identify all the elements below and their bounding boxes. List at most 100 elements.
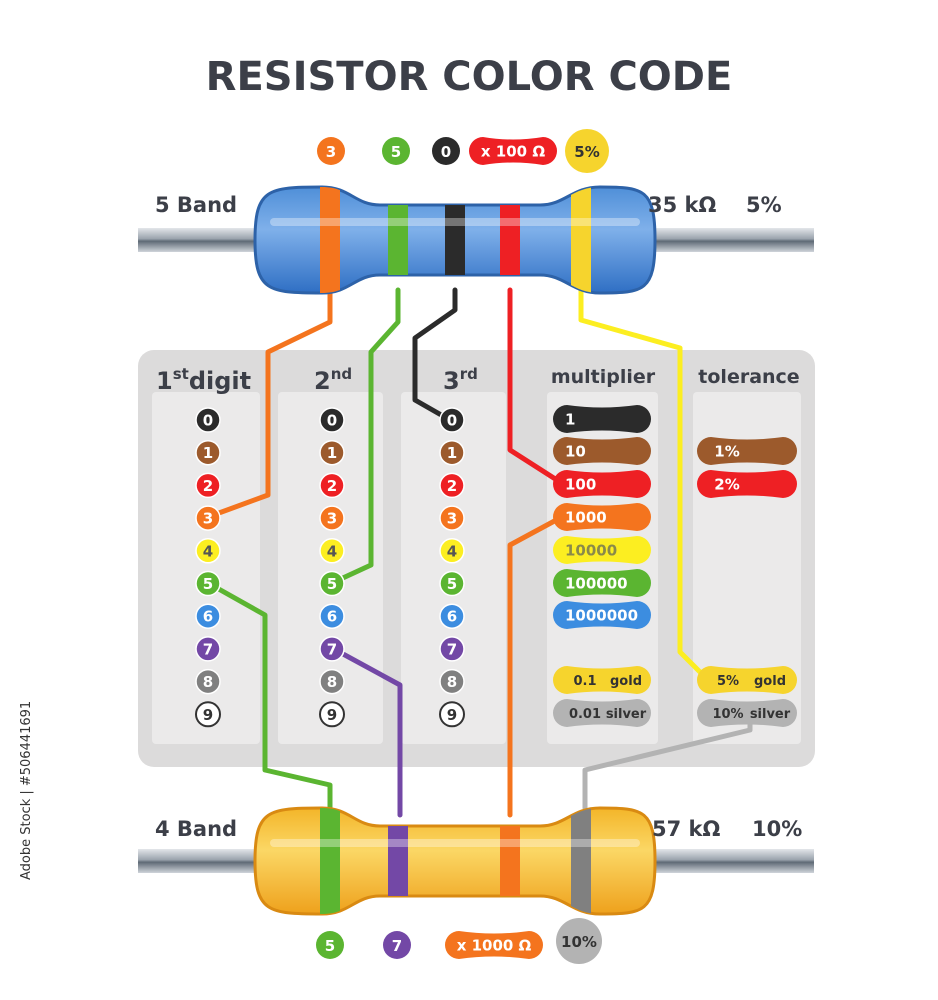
digit-dot-label: 7 [447,640,457,658]
digit-dot: 4 [319,538,345,564]
multiplier-pill: 100 [553,470,651,498]
digit-dot: 2 [195,472,221,499]
band-label-pill [469,137,557,165]
digit-dot-label: 9 [327,706,337,724]
multiplier-pill-shape [553,503,651,531]
band-label-circle [565,129,609,173]
digit-dot: 9 [195,701,221,728]
digit-dot-circle [195,407,221,433]
band-label-text: 10% [561,933,597,951]
digit-dot-circle [319,603,345,629]
digit-dot-circle [319,701,345,728]
band-label-circle [316,931,344,959]
tolerance-pill: 10%silver [697,699,797,727]
multiplier-pill-value: 0.1 [573,674,596,689]
band-label: x 1000 Ω [445,931,543,959]
tolerance-pill-label: 1% [714,443,739,461]
resistor-lead-left [138,228,264,252]
table-column [152,392,260,744]
band-label-circle [556,918,602,964]
digit-dot: 7 [319,636,345,662]
four-band-tolerance: 10% [752,817,802,841]
band-label-pill [445,931,543,959]
multiplier-pill-label: 1 [565,411,575,429]
multiplier-pill-shape [553,699,651,727]
digit-dot-circle [195,538,221,564]
resistor-band-orange [320,187,340,293]
resistor-lead-right [646,849,814,873]
multiplier-pill-label: 100000 [565,575,628,593]
digit-dot-label: 0 [327,412,337,430]
digit-dot: 1 [319,439,345,466]
tolerance-pill: 1% [697,437,797,465]
tolerance-pill-shape [697,470,797,498]
multiplier-pill-shape [553,470,651,498]
digit-dot-label: 1 [327,444,337,462]
digit-dot-circle [439,636,465,662]
resistor-band-green [388,187,408,293]
band-label: 3 [317,137,345,165]
multiplier-pill-label: 100 [565,476,596,494]
multiplier-pill-shape [553,666,651,694]
five-band-label: 5 Band [155,193,237,217]
digit-dot-label: 8 [447,673,457,691]
multiplier-pill: 1000 [553,503,651,531]
multiplier-pill-label: 10 [565,443,586,461]
wire-violet [329,645,403,818]
digit-dot: 6 [195,603,221,629]
resistor-lead-left [138,849,264,873]
band-label: x 100 Ω [469,137,557,165]
multiplier-pill-shape [553,437,651,465]
resistor-band-green [320,808,340,914]
digit-dot-label: 2 [203,477,213,495]
digit-dot: 5 [319,570,345,597]
multiplier-pill: 10000 [553,536,651,564]
digit-dot-circle [439,701,465,728]
heading-multiplier: multiplier [551,366,656,388]
digit-dot-label: 6 [447,608,457,626]
resistor-band-grey [571,808,591,914]
digit-dot-label: 3 [327,510,337,528]
digit-dot-circle [439,472,465,499]
band-label-text: 0 [441,143,451,161]
band-label: 5 [316,931,344,959]
digit-dot: 8 [439,668,465,695]
digit-dot-circle [195,570,221,597]
band-label-text: 5 [325,937,335,955]
digit-dot: 7 [195,636,221,662]
digit-dot-circle [195,668,221,695]
band-label-text: 5 [391,143,401,161]
resistor-band-gold [571,187,591,293]
four-band-resistor [138,806,814,916]
digit-dot: 7 [439,636,465,662]
digit-dot-label: 3 [447,510,457,528]
digit-dot-label: 6 [327,608,337,626]
four-band-label: 4 Band [155,817,237,841]
digit-dot: 9 [439,701,465,728]
digit-dot-circle [439,407,465,433]
wire-black [412,287,458,423]
digit-dot-circle [195,603,221,629]
wire-yellow [578,287,711,683]
heading-3rd-digit: 3rd [443,365,478,395]
digit-dot-label: 2 [327,477,337,495]
digit-dot-circle [195,472,221,499]
digit-dot: 4 [195,538,221,564]
wire-orange [507,515,563,818]
digit-dot: 4 [439,538,465,564]
digit-dot-circle [195,701,221,728]
resistor-highlight [270,218,640,226]
band-label-circle [383,931,411,959]
tolerance-pill-name: silver [750,707,791,722]
multiplier-pill-value: 0.01 [569,707,601,722]
band-label-circle [317,137,345,165]
heading-2nd-digit: 2nd [314,365,352,395]
digit-dot-circle [319,505,345,531]
tolerance-pill-shape [697,666,797,694]
stock-watermark: Adobe Stock | #506441691 [19,701,34,880]
digit-dot-circle [319,636,345,662]
digit-dot: 0 [319,407,345,433]
resistor-body [253,806,657,916]
wire-red [507,287,563,485]
page-title: RESISTOR COLOR CODE [206,54,733,100]
